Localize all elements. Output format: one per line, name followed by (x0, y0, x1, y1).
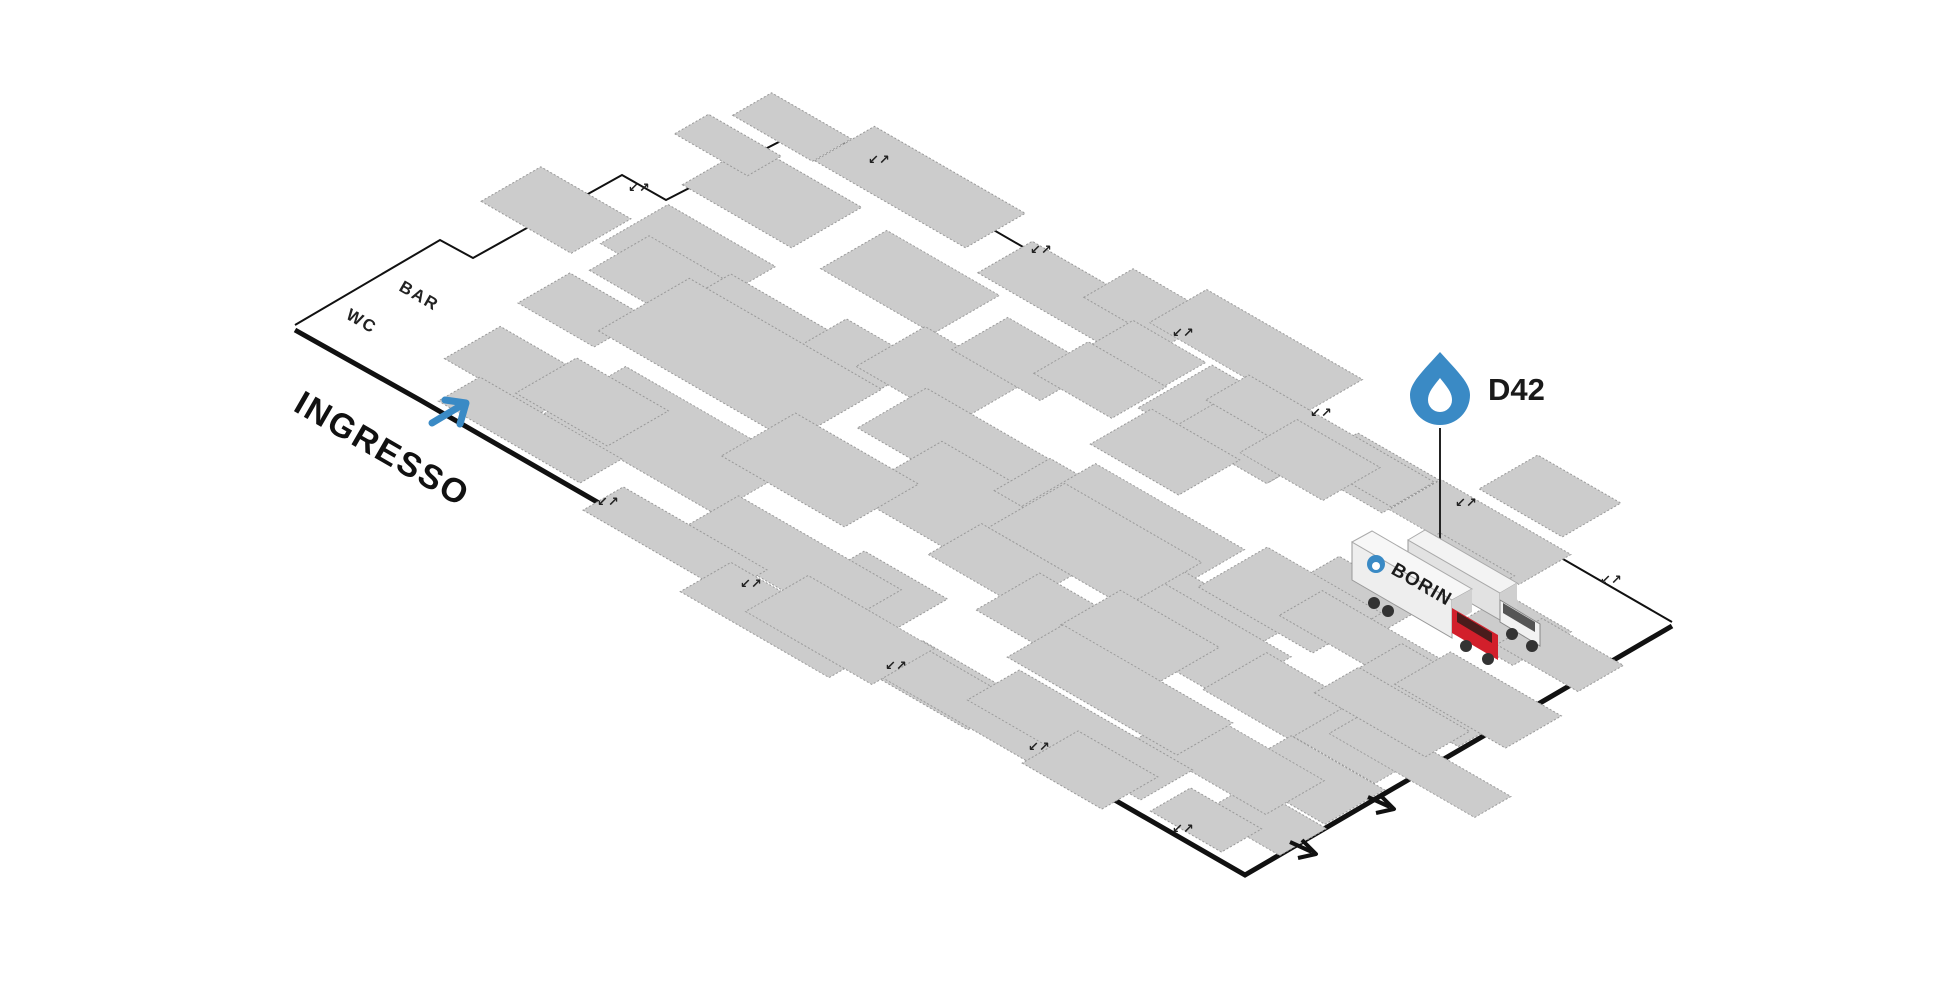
door-marker: ↙↗ (1172, 821, 1194, 836)
bar-label: BAR (396, 277, 443, 315)
booth[interactable] (1393, 651, 1563, 749)
door-marker: ↙↗ (597, 494, 619, 509)
stand-marker[interactable]: D42 (1410, 352, 1545, 545)
booth[interactable] (1238, 418, 1382, 502)
booth[interactable] (744, 574, 936, 686)
booth[interactable] (1328, 711, 1512, 819)
booth[interactable] (720, 412, 920, 528)
entrance-arrow-icon[interactable] (428, 396, 470, 428)
booth[interactable] (681, 143, 863, 249)
booth[interactable] (1059, 589, 1221, 683)
booth[interactable] (1313, 666, 1471, 758)
truck-display: BORIN (1350, 529, 1541, 665)
white-truck (1407, 529, 1541, 652)
booth[interactable] (731, 92, 853, 162)
booth[interactable] (597, 277, 883, 443)
booth[interactable] (1388, 478, 1572, 586)
borin-logo-icon (1367, 555, 1385, 573)
stand-code: D42 (1488, 372, 1545, 407)
booth[interactable] (1006, 624, 1234, 756)
door-marker: ↙↗ (1310, 405, 1332, 420)
booth[interactable] (1032, 341, 1168, 419)
booth[interactable] (581, 486, 769, 594)
booth[interactable] (673, 113, 783, 177)
booth[interactable] (987, 482, 1203, 608)
booth[interactable] (1021, 730, 1159, 810)
booth[interactable] (813, 125, 1027, 249)
door-markers: ↙↗ ↙↗ ↙↗ ↙↗ ↙↗ ↙↗ ↙↗ ↙↗ ↙↗ ↙↗ ↙↗ ↙↗ (597, 152, 1622, 836)
booth[interactable] (437, 376, 623, 484)
booth[interactable] (1478, 454, 1622, 538)
wc-label: WC (343, 305, 380, 338)
door-marker: ↙↗ (1030, 242, 1052, 257)
door-marker: ↙↗ (740, 576, 762, 591)
door-marker: ↙↗ (1455, 495, 1477, 510)
door-marker: ↙↗ (1172, 325, 1194, 340)
booth[interactable] (1149, 787, 1263, 853)
drop-logo-icon (1410, 352, 1470, 425)
door-marker: ↙↗ (868, 152, 890, 167)
booth[interactable] (1081, 319, 1207, 393)
door-marker: ↙↗ (1600, 572, 1622, 587)
door-marker: ↙↗ (885, 658, 907, 673)
booth[interactable] (480, 166, 632, 254)
door-marker: ↙↗ (628, 180, 650, 195)
door-marker: ↙↗ (1028, 739, 1050, 754)
booth[interactable] (856, 387, 1056, 503)
booth[interactable] (819, 229, 1001, 335)
booth[interactable] (514, 357, 670, 447)
exit-arrow-icon[interactable] (1367, 793, 1396, 815)
booth[interactable] (1089, 408, 1241, 496)
exit-arrow-icon[interactable] (1289, 838, 1318, 860)
